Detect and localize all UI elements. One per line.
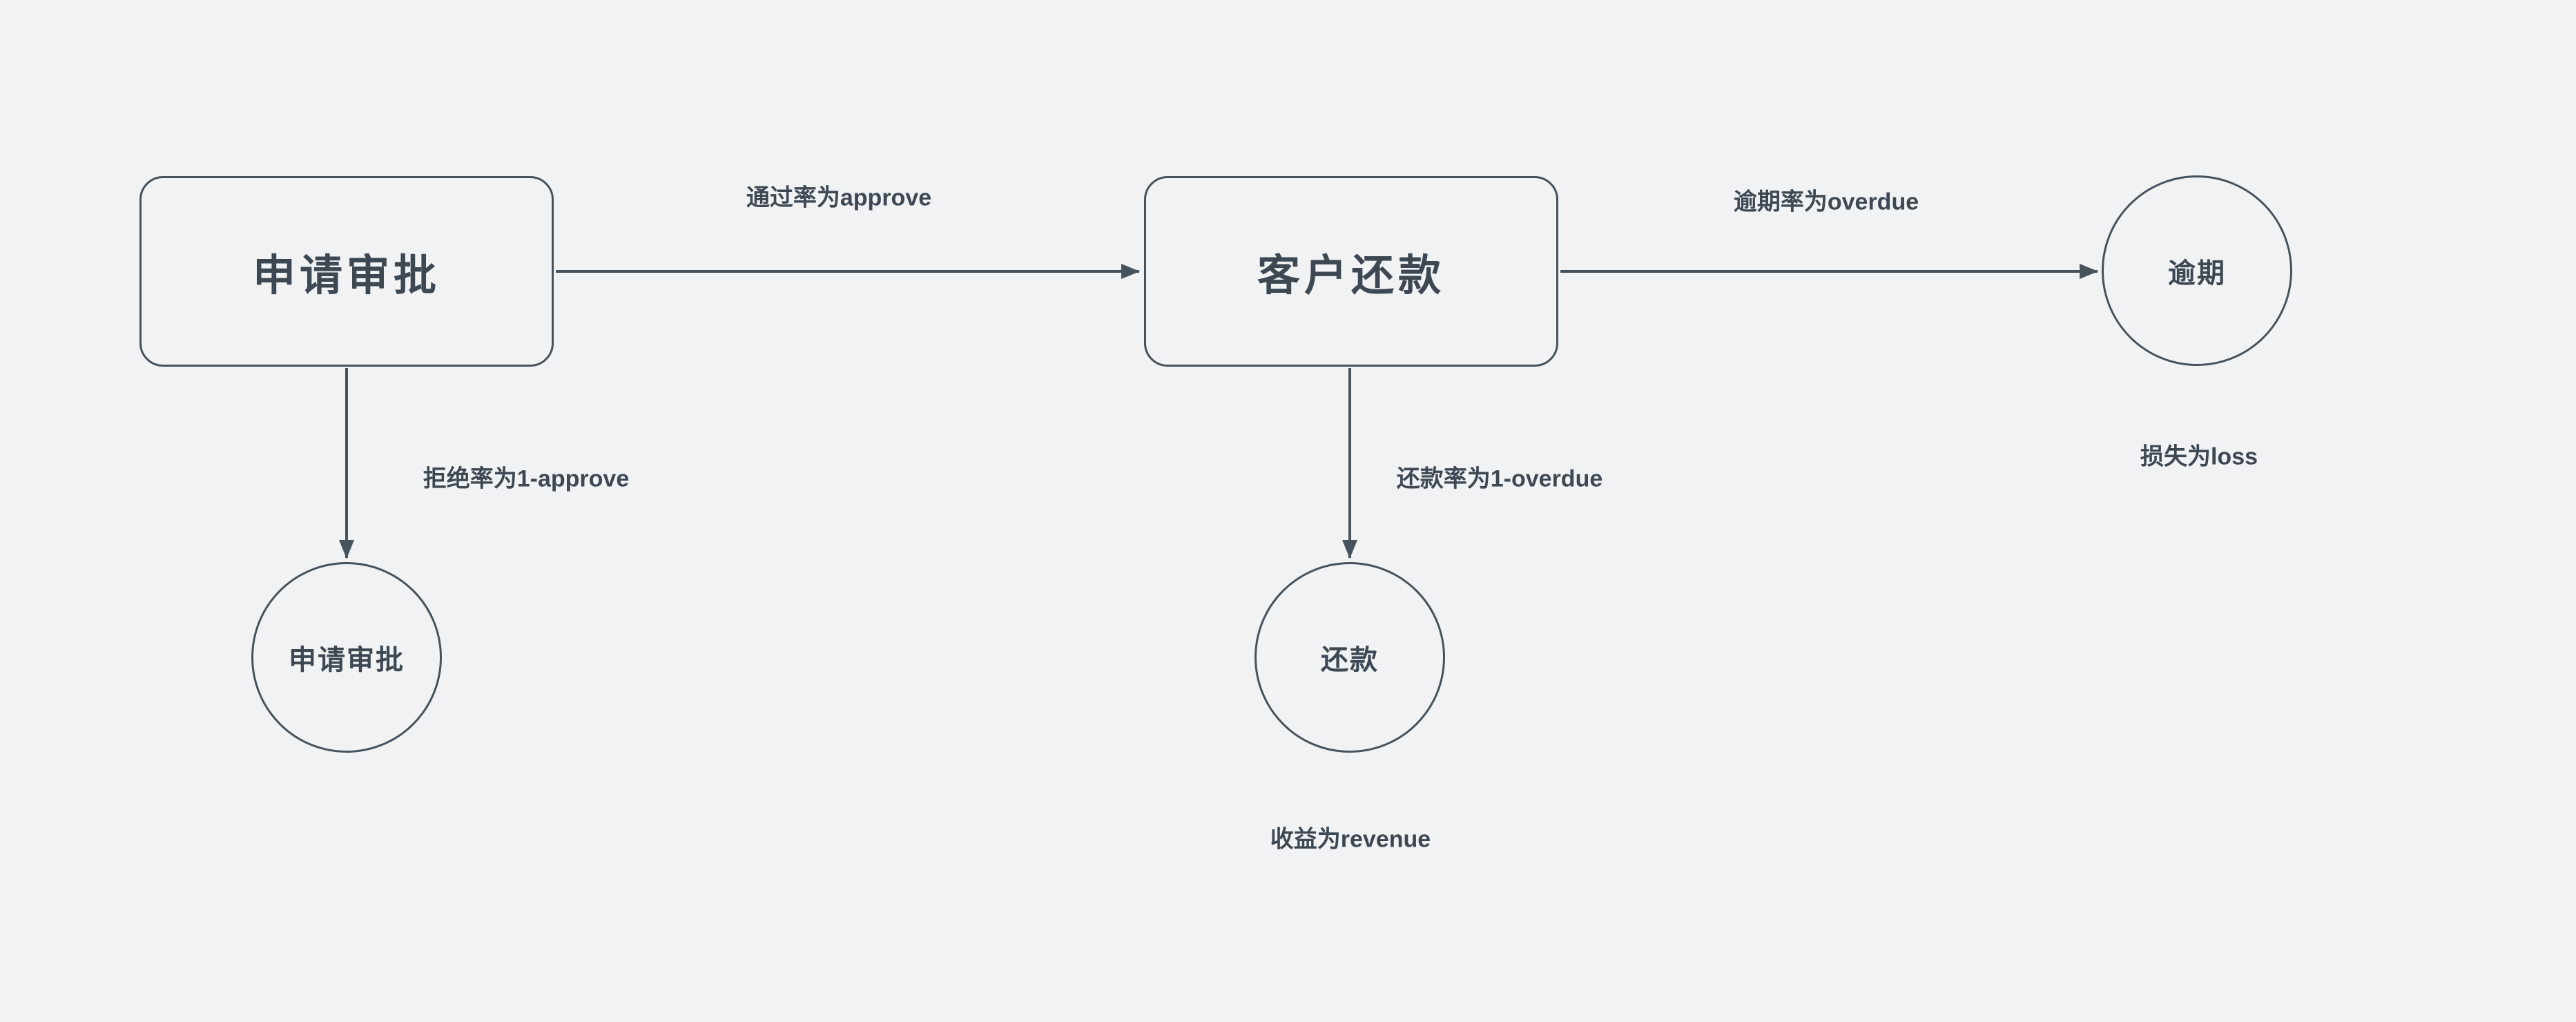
node-overdue[interactable]: 逾期 xyxy=(2102,175,2292,366)
node-application-approval[interactable]: 申请审批 xyxy=(139,176,554,367)
node-repayment-end[interactable]: 还款 xyxy=(1255,562,1445,753)
edge-label-overdue-rate: 逾期率为overdue xyxy=(1733,189,1919,215)
node-application-approval-label: 申请审批 xyxy=(252,252,440,300)
node-repayment-end-label: 还款 xyxy=(1321,645,1379,675)
node-customer-repayment[interactable]: 客户还款 xyxy=(1144,176,1558,367)
edge-label-approve-rate: 通过率为approve xyxy=(746,184,932,211)
annotation-revenue: 收益为revenue xyxy=(1270,826,1431,853)
node-overdue-label: 逾期 xyxy=(2168,258,2226,289)
node-application-approval-end[interactable]: 申请审批 xyxy=(251,562,442,753)
node-customer-repayment-label: 客户还款 xyxy=(1257,252,1445,300)
edge-label-repay-rate: 还款率为1-overdue xyxy=(1396,465,1603,492)
annotation-loss: 损失为loss xyxy=(2140,443,2258,470)
node-application-approval-end-label: 申请审批 xyxy=(289,645,405,675)
edge-label-reject-rate: 拒绝率为1-approve xyxy=(423,465,630,492)
